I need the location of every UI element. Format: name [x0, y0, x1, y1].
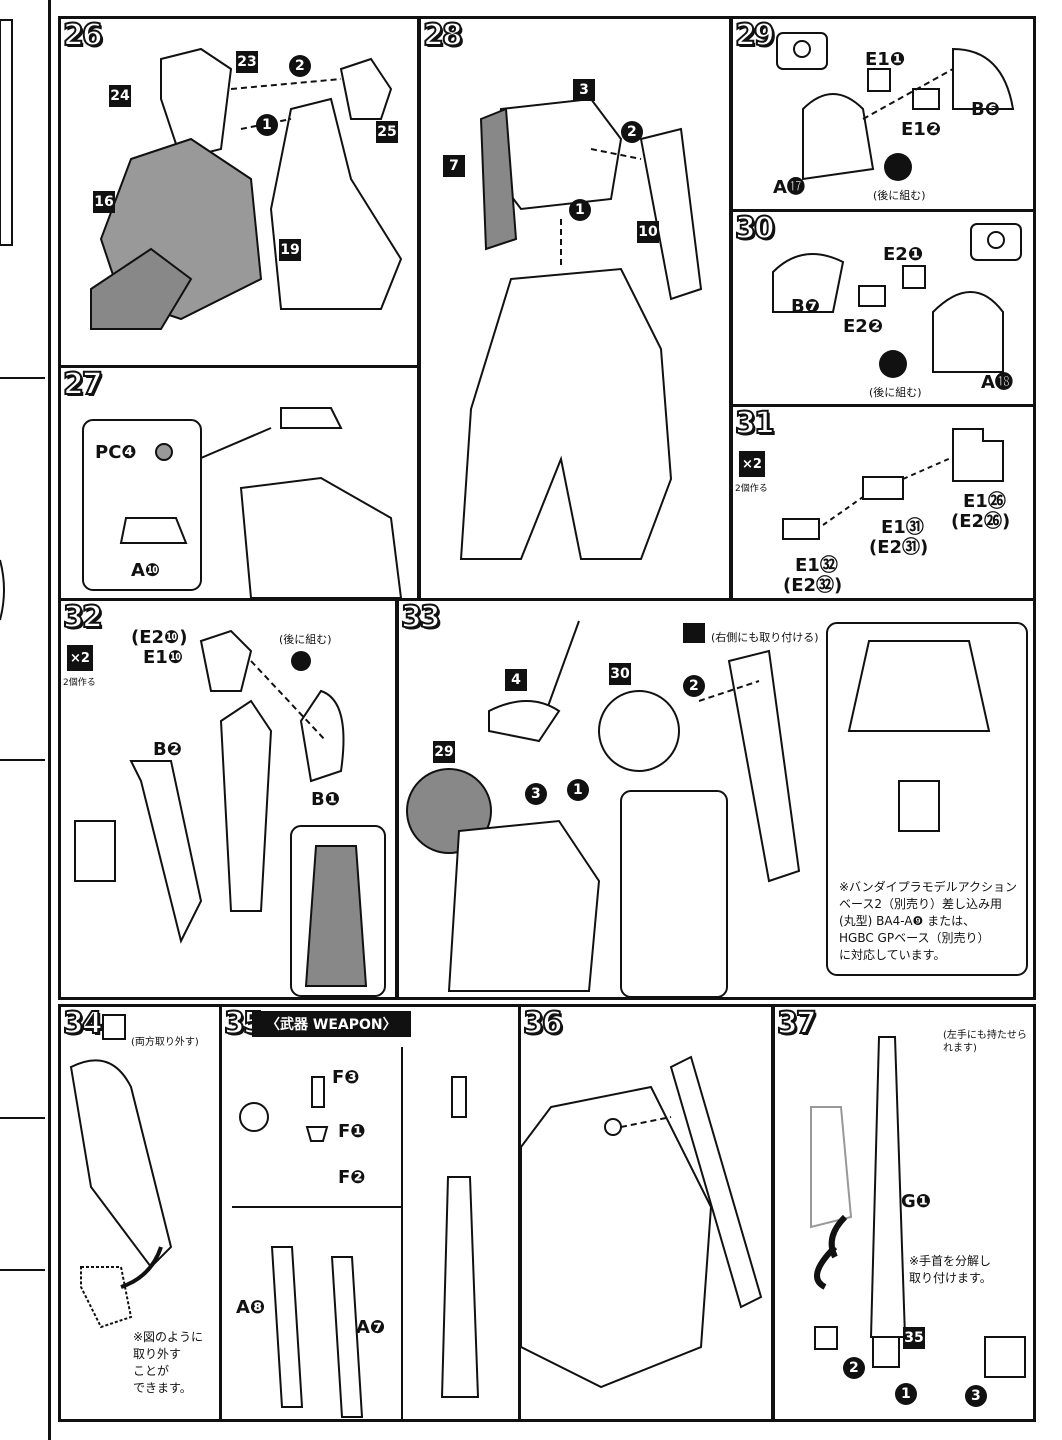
- part-label-e1-1: E1❶: [865, 49, 906, 70]
- step-26: 26 23 24 25 16 19 1 2: [58, 16, 420, 368]
- part-label-e1-26: E1㉖: [963, 491, 1006, 512]
- head-half-illustration: [772, 223, 1022, 378]
- part-tag-16: 16: [93, 191, 115, 213]
- step-number: 26: [62, 18, 104, 54]
- part-label-g1: G❶: [901, 1191, 932, 1212]
- part-tag-10: 10: [637, 221, 659, 243]
- step-number: 33: [400, 600, 442, 636]
- step-28: 28 3 7 10 1 2: [418, 16, 732, 601]
- part-label-e1-32: E1㉜: [795, 555, 838, 576]
- part-label-e2-10: (E2❿): [131, 627, 188, 648]
- torso-arm-illustration: [459, 97, 703, 560]
- hand-weapon-illustration: [810, 1036, 1026, 1378]
- step-29: 29 E1❶ E1❷ B❻ A⓱ (後に組む): [730, 16, 1036, 212]
- part-label-e2-1: E2❶: [883, 244, 924, 265]
- part-tag-7: 7: [443, 155, 465, 177]
- attach-right-side-note: (右側にも取り付ける): [711, 631, 819, 644]
- step-number: 37: [776, 1006, 818, 1042]
- step-number: 28: [422, 18, 464, 54]
- make-two-badge: ×2: [739, 451, 765, 477]
- part-label-b1: B❶: [311, 789, 340, 810]
- step-31: 31 ×2 2個作る E1㉖ (E2㉖) E1㉛ (E2㉛) E1㉜ (E2㉜): [730, 404, 1036, 601]
- part-tag-30: 30: [609, 663, 631, 685]
- weapon-mount-illustration: [521, 1055, 763, 1389]
- part-label-a7: A❼: [356, 1317, 386, 1338]
- step-number: 32: [62, 600, 104, 636]
- weapon-section-banner: 〈武器 WEAPON〉: [252, 1011, 411, 1037]
- step-number: 29: [734, 18, 776, 54]
- part-label-a17: A⓱: [773, 177, 805, 198]
- part-label-b6: B❻: [971, 99, 1000, 120]
- step-33: 33 (右側にも取り付ける) 4 30 29 1 2 3 ※バンダイプラモデルア…: [396, 598, 1036, 1000]
- step-37: 37 (左手にも持たせられます) G❶ 35 1 2 3 ※手首を分解し 取り付…: [772, 1004, 1036, 1422]
- step-36: 36: [518, 1004, 774, 1422]
- part-tag-24: 24: [109, 85, 131, 107]
- part-tag-4: 4: [505, 669, 527, 691]
- step-34: 34 (両方取り外す) ※図のように 取り外す ことが できます。: [58, 1004, 222, 1422]
- part-tag-3: 3: [573, 79, 595, 101]
- part-label-f1: F❶: [338, 1121, 366, 1142]
- part-label-e2-26: (E2㉖): [951, 511, 1011, 532]
- step-35: 35 〈武器 WEAPON〉 F❸ F❶ F❷ A❽ A❼: [219, 1004, 521, 1422]
- head-half-illustration: [776, 32, 1015, 181]
- step-32: 32 ×2 2個作る (E2❿) E1❿ (後に組む) B❷ B❶: [58, 598, 398, 1000]
- assemble-later-note: (後に組む): [279, 633, 332, 646]
- part-tag-35: 35: [903, 1327, 925, 1349]
- adjacent-page-strip: [0, 0, 51, 1440]
- part-label-e1-31: E1㉛: [881, 517, 924, 538]
- weapon-illustration: [232, 1047, 480, 1419]
- part-label-f2: F❷: [338, 1167, 366, 1188]
- step-number: 34: [62, 1006, 104, 1042]
- part-label-b2: B❷: [153, 739, 182, 760]
- remove-parts-illustration: [69, 1014, 173, 1329]
- part-label-e2-31: (E2㉛): [869, 537, 929, 558]
- assemble-later-note: (後に組む): [873, 189, 926, 202]
- step-30: 30 E2❶ E2❷ B❼ A⓲ (後に組む): [730, 209, 1036, 407]
- part-label-e1-2: E1❷: [901, 119, 942, 140]
- part-tag-23: 23: [236, 51, 258, 73]
- leg-assembly-illustration: [90, 47, 403, 330]
- pin-parts-illustration: [782, 428, 1004, 540]
- make-two-badge: ×2: [67, 645, 93, 671]
- step-number: 31: [734, 406, 776, 442]
- make-two-label: 2個作る: [63, 678, 96, 688]
- hip-joint-illustration: [82, 407, 403, 598]
- removal-note: ※図のように 取り外す ことが できます。: [133, 1330, 204, 1395]
- part-tag-29: 29: [433, 741, 455, 763]
- part-tag-25: 25: [376, 121, 398, 143]
- part-label-a10: A❿: [131, 560, 161, 581]
- part-tag-19: 19: [279, 239, 301, 261]
- left-hand-note: (左手にも持たせられます): [943, 1030, 1027, 1054]
- shoulder-shield-illustration: [74, 629, 386, 997]
- part-label-e2-2: E2❷: [843, 316, 884, 337]
- part-label-e2-32: (E2㉜): [783, 575, 843, 596]
- step-number: 30: [734, 211, 776, 247]
- step-number: 36: [522, 1006, 564, 1042]
- part-label-f3: F❸: [332, 1067, 360, 1088]
- action-base-note: ※バンダイプラモデルアクション ベース2（別売り）差し込み用 (丸型) BA4-…: [839, 880, 1018, 962]
- part-label-a8: A❽: [236, 1297, 266, 1318]
- remove-both-note: (両方取り外す): [131, 1037, 199, 1048]
- make-two-label: 2個作る: [735, 484, 768, 494]
- assemble-later-note: (後に組む): [869, 386, 922, 399]
- head-shield-attach-illustration: [406, 620, 1028, 997]
- step-27: 27 PC❹ A❿: [58, 365, 420, 601]
- part-label-a18: A⓲: [981, 372, 1013, 393]
- part-label-b7: B❼: [791, 296, 820, 317]
- wrist-note: ※手首を分解し 取り付けます。: [909, 1254, 992, 1285]
- part-label-pc4: PC❹: [95, 442, 137, 463]
- step-number: 27: [62, 367, 104, 403]
- part-label-e1-10: E1❿: [143, 647, 184, 668]
